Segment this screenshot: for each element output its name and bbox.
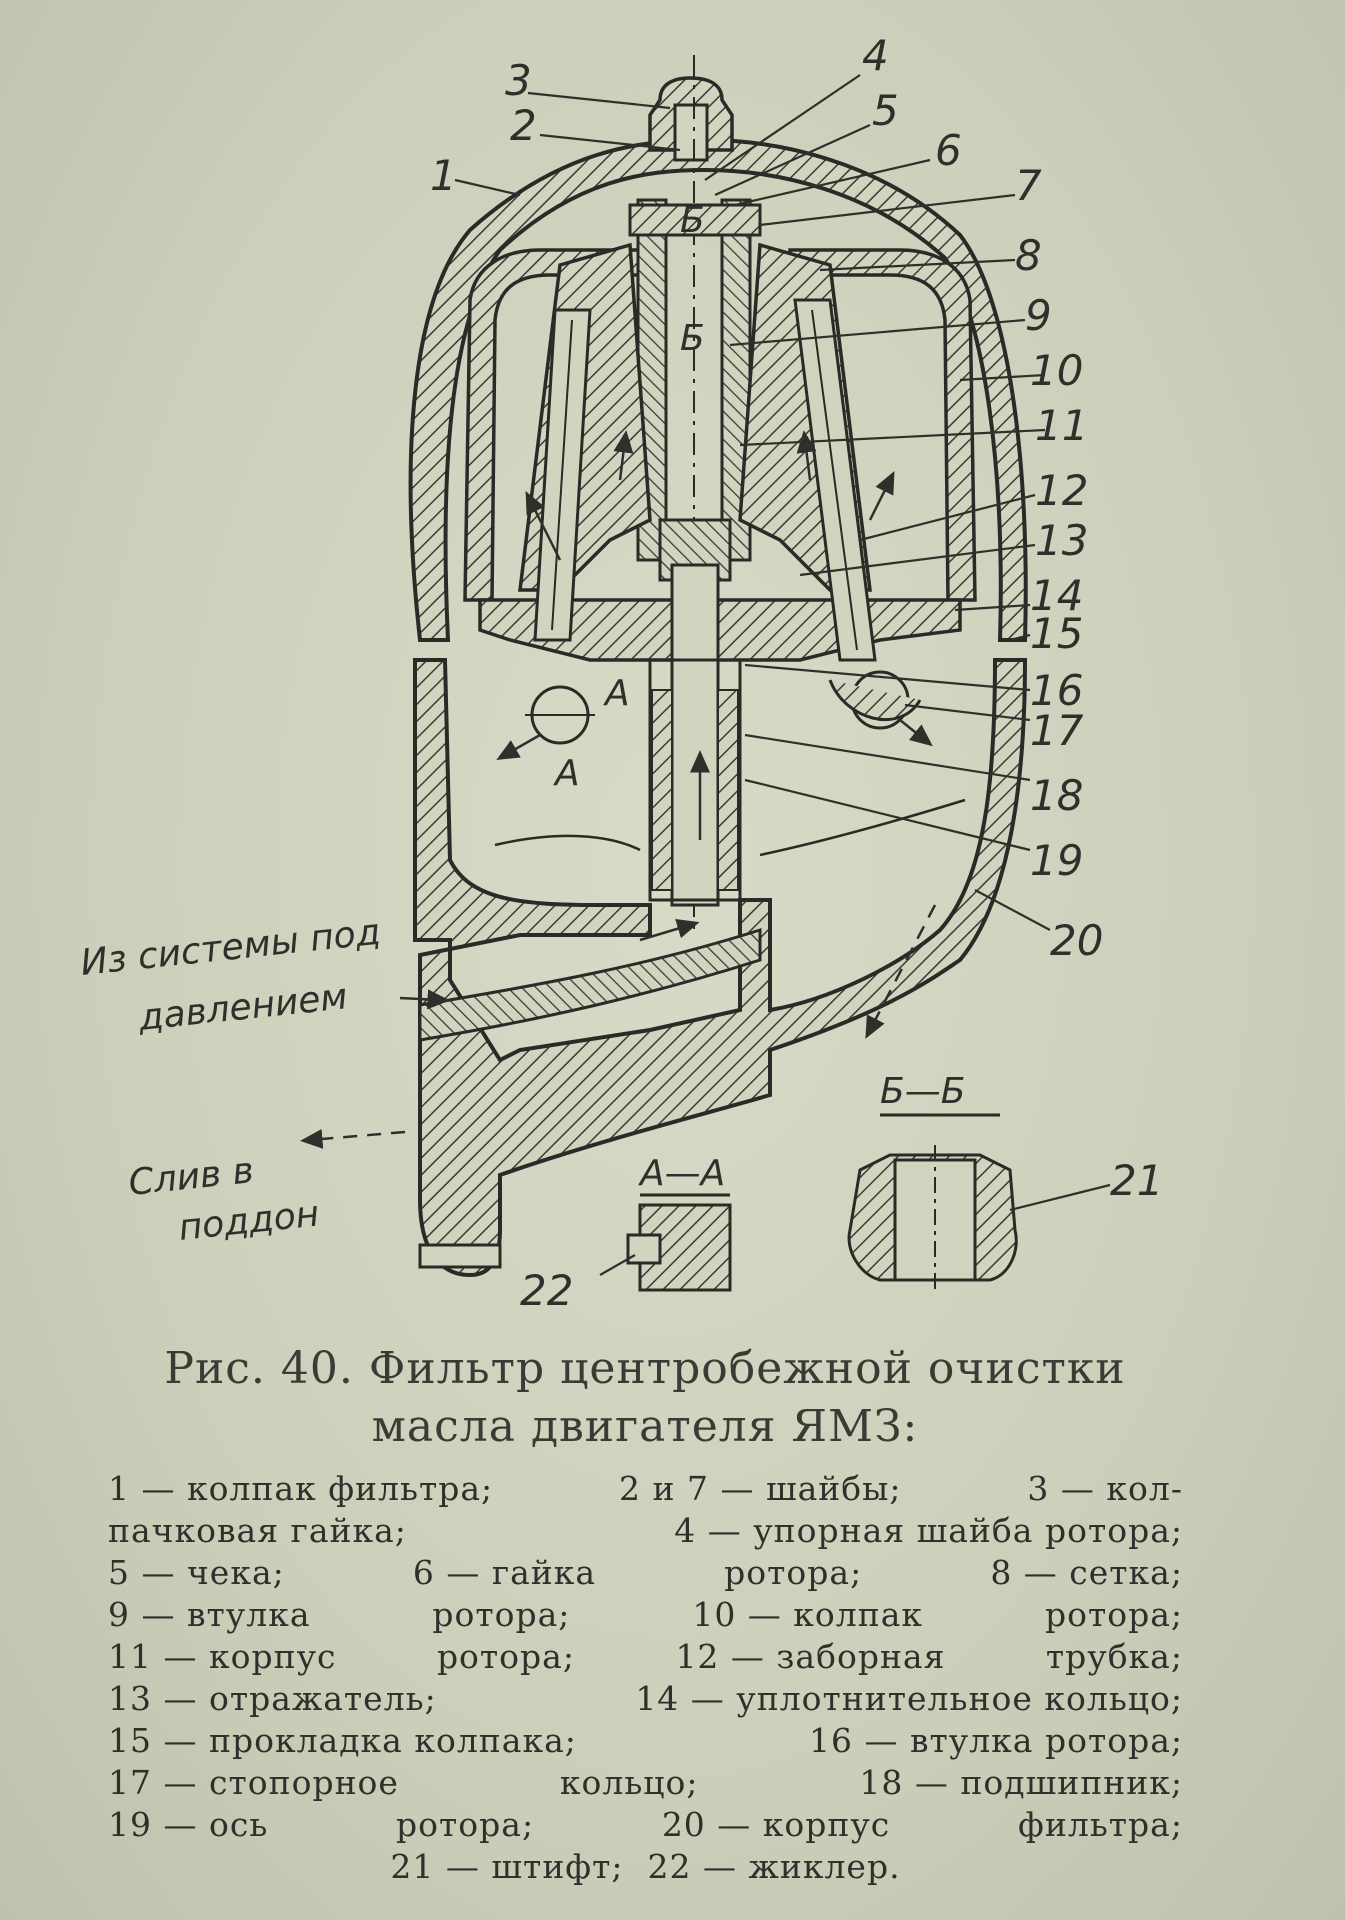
legend-line-3: 5 — чека; 6 — гайка ротора; 8 — сетка; <box>108 1552 1183 1594</box>
figure-caption: Рис. 40. Фильтр центробежной очистки мас… <box>95 1340 1195 1456</box>
label-10: 10 <box>1030 346 1083 395</box>
legend-text: 10 — колпак <box>692 1595 924 1634</box>
label-8: 8 <box>1015 231 1042 280</box>
legend-line-4: 9 — втулка ротора; 10 — колпак ротора; <box>108 1594 1183 1636</box>
label-17: 17 <box>1030 706 1084 755</box>
legend-text: кольцо; <box>559 1763 699 1802</box>
legend-line-2: пачковая гайка; 4 — упорная шайба ротора… <box>108 1510 1183 1552</box>
legend-text: ротора; <box>432 1595 571 1634</box>
legend-text: 13 — отражатель; <box>108 1679 437 1718</box>
section-title-b-b: Б—Б <box>880 1071 965 1112</box>
label-19: 19 <box>1030 836 1083 885</box>
legend-line-9: 19 — ось ротора; 20 — корпус фильтра; <box>108 1804 1183 1846</box>
label-22: 22 <box>520 1266 573 1315</box>
caption-line-1: Рис. 40. Фильтр центробежной очистки <box>164 1343 1126 1394</box>
label-3: 3 <box>505 56 532 105</box>
filter-cap <box>408 137 1028 642</box>
inlet-label-line2: давлением <box>136 976 350 1039</box>
legend-text: 21 — штифт; <box>390 1847 624 1886</box>
part-labels: 3 2 1 4 5 6 7 8 9 10 11 12 13 14 15 16 1… <box>430 31 1163 1315</box>
drain-label-line2: поддон <box>177 1193 321 1249</box>
flow-callouts: Из системы под давлением Слив в поддон <box>79 912 383 1249</box>
legend-text: 14 — уплотнительное кольцо; <box>635 1679 1183 1718</box>
legend-text: ротора; <box>396 1805 535 1844</box>
label-16: 16 <box>1030 666 1083 715</box>
label-21: 21 <box>1110 1156 1163 1205</box>
legend-text: ротора; <box>436 1637 575 1676</box>
label-9: 9 <box>1025 291 1052 340</box>
section-a-a-detail <box>599 1193 732 1292</box>
label-4: 4 <box>862 31 889 80</box>
legend-text: трубка; <box>1045 1637 1183 1676</box>
label-6: 6 <box>935 126 962 175</box>
legend-text: 6 — гайка <box>412 1553 597 1592</box>
legend-text: 8 — сетка; <box>990 1553 1183 1592</box>
legend-text: 9 — втулка <box>108 1595 311 1634</box>
legend-text: пачковая гайка; <box>108 1511 407 1550</box>
section-marker-b-top: Б <box>680 200 705 241</box>
legend-text: 17 — стопорное <box>108 1763 399 1802</box>
legend-text: 18 — подшипник; <box>859 1763 1183 1802</box>
nozzles <box>525 670 922 745</box>
legend-text: 16 — втулка ротора; <box>808 1721 1183 1760</box>
label-11: 11 <box>1035 401 1088 450</box>
label-15: 15 <box>1030 609 1083 658</box>
legend-line-5: 11 — корпус ротора; 12 — заборная трубка… <box>108 1636 1183 1678</box>
legend-text: 20 — корпус <box>661 1805 891 1844</box>
section-title-a-a: А—А <box>638 1153 725 1194</box>
section-b-b-detail <box>847 1113 1111 1295</box>
inlet-label-line1: Из системы под <box>79 912 383 984</box>
flow-arrows <box>300 430 937 1149</box>
label-20: 20 <box>1050 916 1103 965</box>
section-marker-a-bottom: А <box>553 753 580 794</box>
leader-lines <box>454 74 1051 931</box>
legend-text: 3 — кол- <box>1027 1469 1183 1508</box>
legend-text: ротора; <box>1044 1595 1183 1634</box>
legend-line-6: 13 — отражатель; 14 — уплотнительное кол… <box>108 1678 1183 1720</box>
central-axis <box>628 55 762 930</box>
legend-line-1: 1 — колпак фильтра; 2 и 7 — шайбы; 3 — к… <box>108 1468 1183 1510</box>
label-7: 7 <box>1015 161 1042 210</box>
legend-line-10: 21 — штифт; 22 — жиклер. <box>108 1846 1183 1888</box>
cap-nut <box>648 76 734 162</box>
caption-line-2: масла двигателя ЯМЗ: <box>371 1401 919 1452</box>
label-1: 1 <box>430 151 457 200</box>
filter-diagram: 3 2 1 4 5 6 7 8 9 10 11 12 13 14 15 16 1… <box>79 31 1164 1315</box>
legend-text: 12 — заборная <box>675 1637 946 1676</box>
label-13: 13 <box>1035 516 1088 565</box>
legend-text: 1 — колпак фильтра; <box>108 1469 494 1508</box>
legend-text: 22 — жиклер. <box>647 1847 901 1886</box>
legend-text: 2 и 7 — шайбы; <box>619 1469 902 1508</box>
legend-line-8: 17 — стопорное кольцо; 18 — подшипник; <box>108 1762 1183 1804</box>
label-18: 18 <box>1030 771 1083 820</box>
legend-text: 5 — чека; <box>108 1553 285 1592</box>
parts-legend: 1 — колпак фильтра; 2 и 7 — шайбы; 3 — к… <box>108 1468 1183 1888</box>
legend-text: 15 — прокладка колпака; <box>108 1721 577 1760</box>
drain-label-line1: Слив в <box>127 1150 256 1204</box>
section-marker-b-mid: Б <box>680 318 705 359</box>
intake-tubes <box>533 298 877 662</box>
legend-line-7: 15 — прокладка колпака; 16 — втулка рото… <box>108 1720 1183 1762</box>
legend-text: 19 — ось <box>108 1805 269 1844</box>
filter-housing <box>413 658 1028 1278</box>
label-2: 2 <box>510 101 537 150</box>
label-14: 14 <box>1030 571 1083 620</box>
label-5: 5 <box>872 86 899 135</box>
section-marker-a-right: А <box>603 673 630 714</box>
legend-text: фильтра; <box>1018 1805 1183 1844</box>
legend-text: 11 — корпус <box>108 1637 337 1676</box>
label-12: 12 <box>1035 466 1088 515</box>
section-markers: Б Б А А А—А Б—Б <box>553 200 965 1194</box>
legend-text: 4 — упорная шайба ротора; <box>674 1511 1183 1550</box>
legend-text: ротора; <box>724 1553 863 1592</box>
rotor-axis-bushing <box>648 518 742 907</box>
